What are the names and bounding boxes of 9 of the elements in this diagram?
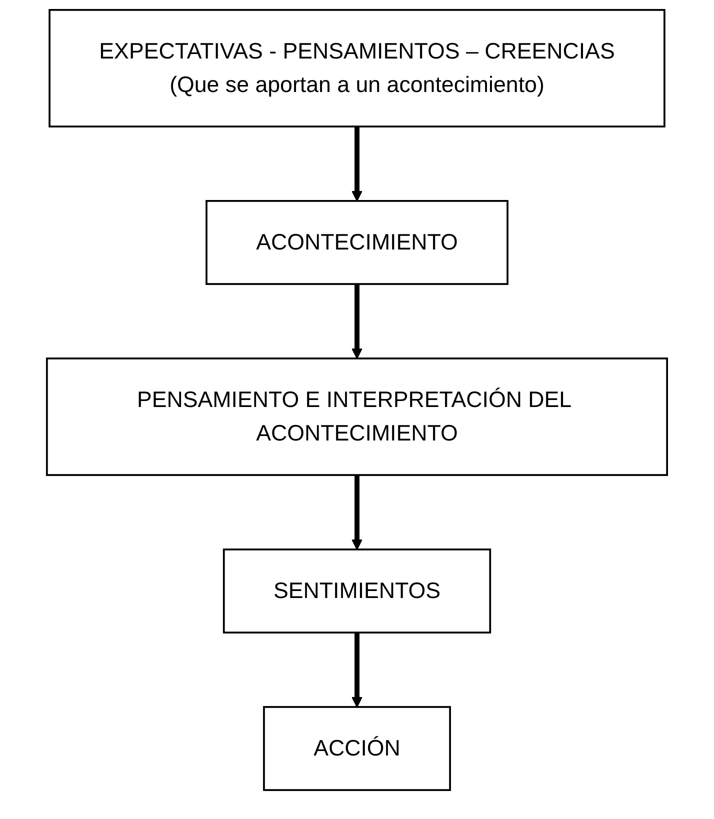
- node-box: EXPECTATIVAS - PENSAMIENTOS – CREENCIAS (Que se aportan a un acontecimiento): [48, 9, 666, 128]
- arrow: [352, 284, 362, 359]
- node-box: ACCIÓN: [263, 706, 451, 791]
- arrow: [352, 475, 362, 550]
- node-box: PENSAMIENTO E INTERPRETACIÓN DEL ACONTECIMIENTO: [46, 358, 668, 476]
- node-box: SENTIMIENTOS: [222, 548, 492, 634]
- arrow: [352, 126, 362, 202]
- node-box: ACONTECIMIENTO: [206, 200, 508, 285]
- arrow: [352, 632, 362, 708]
